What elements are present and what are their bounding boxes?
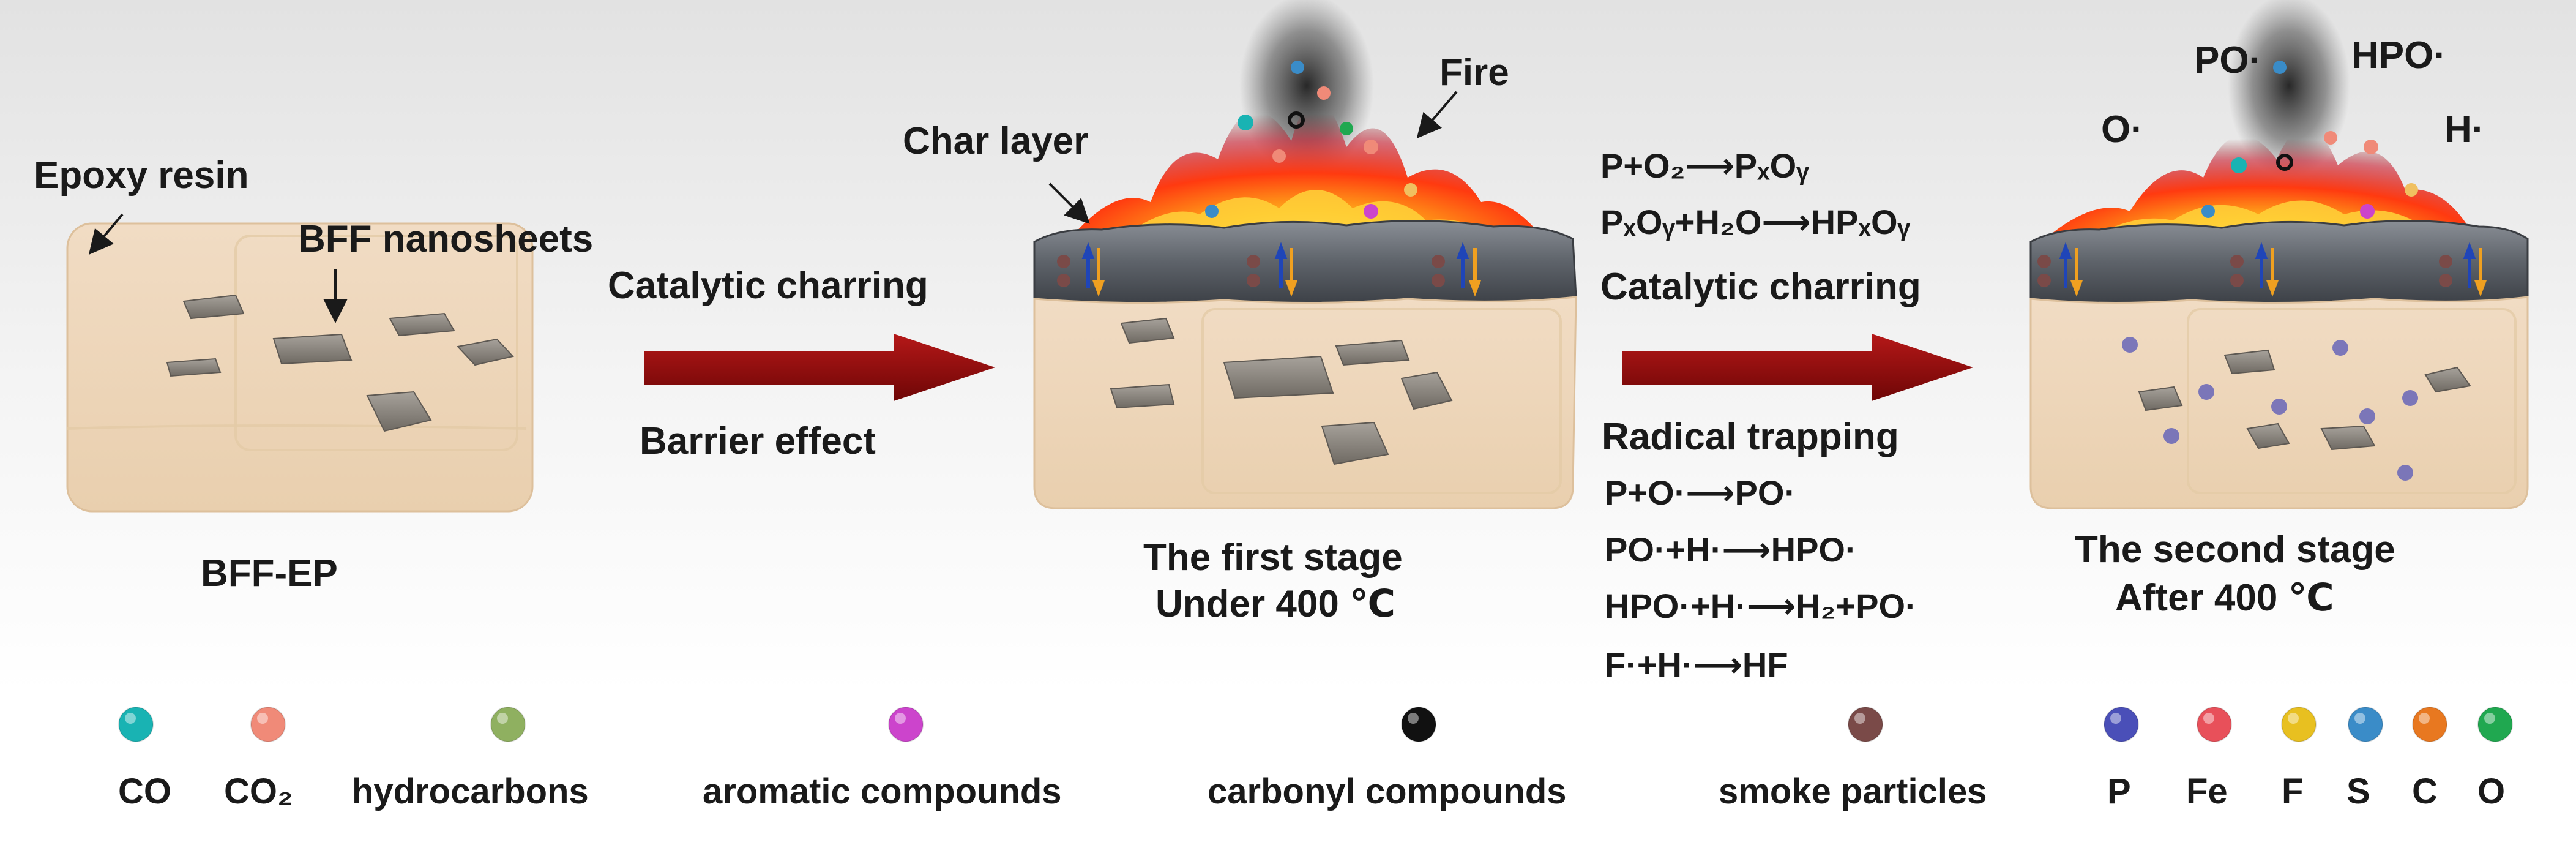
char-layer-label: Char layer (903, 120, 1089, 162)
legend-label-p: P (2107, 772, 2131, 811)
equation-bottom-4: F·+H·⟶HF (1605, 645, 1788, 684)
equation-top-2: PₓOᵧ+H₂O⟶HPₓOᵧ (1600, 203, 1910, 241)
radical-hpo-label: HPO· (2351, 34, 2446, 77)
equation-bottom-2: PO·+H·⟶HPO· (1605, 530, 1857, 569)
equation-top-1: P+O₂⟶PₓOᵧ (1600, 146, 1809, 185)
legend-dot (2348, 707, 2383, 742)
second-stage-caption: The second stage (2075, 528, 2395, 571)
second-stage-block (2029, 0, 2529, 509)
legend-dot (490, 707, 526, 742)
legend-dot (2104, 707, 2139, 742)
legend-label-o: O (2477, 772, 2506, 811)
legend-dot-highlight (257, 713, 268, 724)
legend-dot (1401, 707, 1436, 742)
legend-label-fe: Fe (2186, 772, 2228, 811)
bff-ep-caption: BFF-EP (201, 552, 338, 595)
radical-h-label: H· (2444, 108, 2485, 151)
bff-nanosheets-label: BFF nanosheets (298, 218, 594, 260)
fire-label: Fire (1439, 51, 1509, 94)
legend-dot-highlight (2288, 713, 2299, 724)
legend-label-hydrocarbons: hydrocarbons (352, 772, 589, 811)
legend-label-f: F (2282, 772, 2304, 811)
legend-dot (2412, 707, 2447, 742)
radical-trapping-label: Radical trapping (1602, 416, 1899, 458)
legend-dot-highlight (1854, 713, 1865, 724)
legend-dot (2281, 707, 2317, 742)
equation-bottom-1: P+O·⟶PO· (1605, 473, 1796, 512)
catalytic-charring-label-1: Catalytic charring (608, 265, 928, 307)
legend-dot-highlight (2354, 713, 2365, 724)
legend-dot-highlight (2419, 713, 2430, 724)
barrier-effect-label: Barrier effect (640, 420, 876, 462)
epoxy-resin-label: Epoxy resin (34, 154, 249, 197)
radical-o-label: O· (2101, 108, 2143, 151)
legend-label-c: C (2412, 772, 2438, 811)
process-arrow-1 (644, 334, 995, 401)
legend-dot (250, 707, 286, 742)
bff-ep-block (66, 213, 534, 513)
equation-bottom-3: HPO·+H·⟶H₂+PO· (1605, 587, 1917, 625)
legend-dot-highlight (2203, 713, 2214, 724)
legend-dot (1848, 707, 1883, 742)
legend-dot-highlight (125, 713, 136, 724)
first-stage-caption: The first stage (1143, 536, 1403, 579)
legend-dot (2197, 707, 2232, 742)
catalytic-charring-label-2: Catalytic charring (1600, 266, 1921, 308)
legend-label-co: CO (118, 772, 171, 811)
legend-label-smoke: smoke particles (1719, 772, 1987, 811)
legend-dot-highlight (2110, 713, 2121, 724)
legend-dot (888, 707, 924, 742)
second-stage-temperature: After 400 ℃ (2115, 577, 2334, 619)
first-stage-block (1033, 0, 1577, 509)
legend-label-aromatic: aromatic compounds (703, 772, 1062, 811)
legend-swatches (118, 707, 2513, 742)
legend-label-s: S (2346, 772, 2370, 811)
bff-nanosheets (166, 294, 514, 432)
legend-label-carbonyl: carbonyl compounds (1208, 772, 1567, 811)
legend-dot (118, 707, 154, 742)
radical-po-label: PO· (2194, 39, 2262, 81)
legend-dot-highlight (497, 713, 508, 724)
process-arrow-2 (1622, 334, 1973, 401)
legend-dot-highlight (1408, 713, 1419, 724)
legend-dot-highlight (2484, 713, 2495, 724)
legend-dot-highlight (895, 713, 906, 724)
first-stage-temperature: Under 400 ℃ (1155, 583, 1396, 625)
legend-dot (2477, 707, 2513, 742)
legend-label-co2: CO₂ (224, 772, 293, 811)
